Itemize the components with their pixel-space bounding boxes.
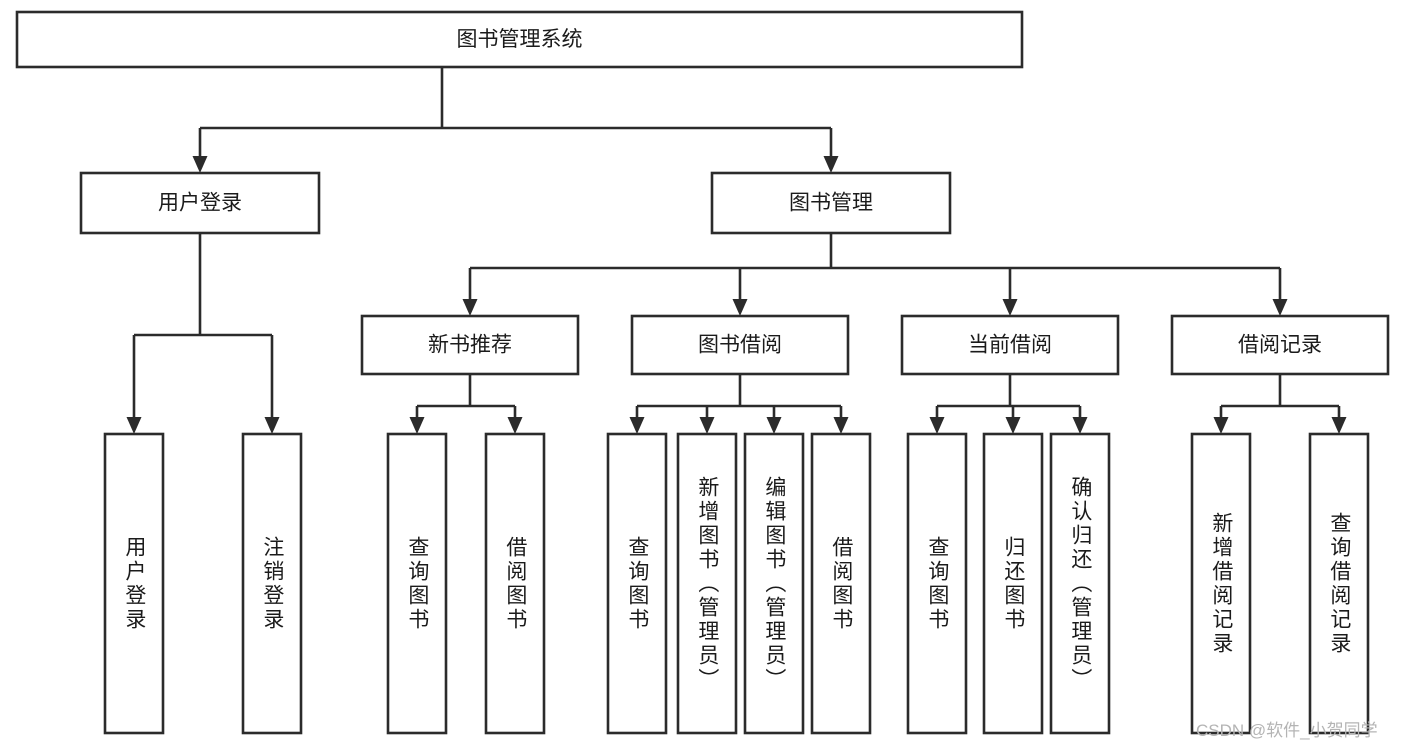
node-label-leaf-query-book-1: 查询图书 xyxy=(405,535,429,632)
arrow-head-icon xyxy=(823,156,839,173)
node-label-leaf-borrow-book-2: 借阅图书 xyxy=(829,535,853,632)
node-label-leaf-query-record: 查询借阅记录 xyxy=(1327,511,1351,656)
node-label-leaf-query-book-3: 查询图书 xyxy=(925,535,949,632)
node-box-leaf-edit-book[interactable] xyxy=(743,432,805,735)
edge-group-current-borrow xyxy=(929,374,1088,434)
node-box-leaf-query-book-2[interactable] xyxy=(606,432,668,735)
node-label-leaf-confirm-return: 确认归还（管理员） xyxy=(1068,475,1092,692)
arrow-head-icon xyxy=(192,156,208,173)
edge-group-borrow-record xyxy=(1213,374,1347,434)
node-box-current-borrow[interactable] xyxy=(900,314,1120,376)
node-box-leaf-add-book[interactable] xyxy=(676,432,738,735)
node-label-leaf-add-book: 新增图书（管理员） xyxy=(695,475,719,692)
node-label-current-borrow: 当前借阅 xyxy=(968,334,1052,357)
arrow-head-icon xyxy=(929,417,945,434)
arrow-head-icon xyxy=(1331,417,1347,434)
node-label-borrow-record: 借阅记录 xyxy=(1238,334,1322,357)
node-label-book-borrow: 图书借阅 xyxy=(698,334,782,357)
node-box-book-manage[interactable] xyxy=(710,171,952,235)
node-box-book-borrow[interactable] xyxy=(630,314,850,376)
arrow-head-icon xyxy=(732,299,748,316)
edge-book-manage-to-level3 xyxy=(462,233,1288,316)
node-label-leaf-borrow-book-1: 借阅图书 xyxy=(503,535,527,632)
connector-layer xyxy=(126,67,1347,434)
arrow-head-icon xyxy=(507,417,523,434)
arrow-head-icon xyxy=(264,417,280,434)
node-label-user-login: 用户登录 xyxy=(158,192,242,215)
node-box-leaf-user-logout[interactable] xyxy=(241,432,303,735)
node-label-leaf-add-record: 新增借阅记录 xyxy=(1209,511,1233,656)
node-label-new-book-recommend: 新书推荐 xyxy=(428,334,512,357)
node-label-root: 图书管理系统 xyxy=(457,28,583,51)
arrow-head-icon xyxy=(766,417,782,434)
csdn-watermark: CSDN @软件_小贺同学 xyxy=(1196,721,1378,740)
arrow-head-icon xyxy=(1213,417,1229,434)
node-box-leaf-return-book[interactable] xyxy=(982,432,1044,735)
arrow-head-icon xyxy=(1002,299,1018,316)
arrow-head-icon xyxy=(699,417,715,434)
node-box-root[interactable] xyxy=(15,10,1024,69)
arrow-head-icon xyxy=(1072,417,1088,434)
edge-group-book-borrow xyxy=(629,374,849,434)
node-box-leaf-borrow-book-2[interactable] xyxy=(810,432,872,735)
node-box-leaf-borrow-book-1[interactable] xyxy=(484,432,546,735)
node-label-leaf-query-book-2: 查询图书 xyxy=(625,535,649,632)
arrow-head-icon xyxy=(126,417,142,434)
node-box-leaf-add-record[interactable] xyxy=(1190,432,1252,735)
node-box-borrow-record[interactable] xyxy=(1170,314,1390,376)
edge-root-to-level2 xyxy=(192,67,839,173)
edge-user-login-to-leaves xyxy=(126,233,280,434)
arrow-head-icon xyxy=(1005,417,1021,434)
node-label-leaf-edit-book: 编辑图书（管理员） xyxy=(762,475,786,692)
node-box-leaf-user-login[interactable] xyxy=(103,432,165,735)
node-box-leaf-query-book-1[interactable] xyxy=(386,432,448,735)
arrow-head-icon xyxy=(409,417,425,434)
node-box-new-book-recommend[interactable] xyxy=(360,314,580,376)
node-label-leaf-user-login: 用户登录 xyxy=(122,535,146,632)
arrow-head-icon xyxy=(629,417,645,434)
node-box-user-login[interactable] xyxy=(79,171,321,235)
arrow-head-icon xyxy=(833,417,849,434)
node-box-leaf-confirm-return[interactable] xyxy=(1049,432,1111,735)
arrow-head-icon xyxy=(462,299,478,316)
node-box-leaf-query-record[interactable] xyxy=(1308,432,1370,735)
node-label-book-manage: 图书管理 xyxy=(789,192,873,215)
node-label-leaf-return-book: 归还图书 xyxy=(1001,535,1025,632)
arrow-head-icon xyxy=(1272,299,1288,316)
node-box-layer xyxy=(15,10,1390,735)
node-label-leaf-user-logout: 注销登录 xyxy=(260,535,284,632)
edge-group-new-book-recommend xyxy=(409,374,523,434)
node-box-leaf-query-book-3[interactable] xyxy=(906,432,968,735)
